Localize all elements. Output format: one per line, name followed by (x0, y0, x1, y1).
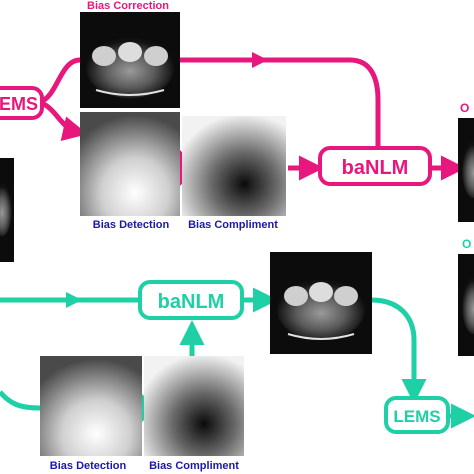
label-output-top: O (460, 101, 469, 115)
label-output-bottom: O (462, 237, 471, 251)
image-bias-compliment-top (182, 116, 286, 216)
image-output-bottom (458, 254, 474, 356)
arrow-head-bottom-left (66, 292, 82, 308)
top-pipeline: LEMS baNLM Bias Correction Bias Detectio… (0, 0, 474, 262)
node-banlm-top (318, 146, 432, 186)
arrow-head-top-line (252, 52, 268, 68)
label-bias-compliment-top: Bias Compliment (188, 219, 278, 231)
image-input-left (0, 158, 14, 262)
node-lems-bottom (384, 396, 450, 434)
connector-lems-to-bias-detection (38, 99, 88, 141)
image-bias-detection-bottom (40, 356, 142, 456)
label-bias-compliment-bottom: Bias Compliment (149, 460, 239, 472)
image-bias-compliment-bottom (144, 356, 244, 456)
image-scan-bottom (270, 252, 372, 354)
label-bias-correction: Bias Correction (87, 0, 169, 12)
connector-scan-to-lems (371, 297, 427, 404)
bottom-pipeline: baNLM LEMS Bias Detection Bias Complimen… (0, 237, 474, 472)
image-output-top (458, 118, 474, 222)
label-bias-detection-bottom: Bias Detection (50, 460, 127, 472)
connector-input-down-left (0, 390, 41, 411)
node-lems-bottom-label: LEMS (393, 407, 440, 426)
node-banlm-bottom (138, 280, 244, 320)
image-bias-detection-top (80, 112, 180, 216)
connector-bias-correction-to-banlm (180, 57, 381, 146)
node-banlm-top-label: baNLM (342, 157, 409, 179)
node-banlm-bottom-label: baNLM (158, 291, 225, 313)
image-bias-correction (80, 12, 180, 108)
connector-lems-to-bias-correction (38, 57, 81, 105)
label-bias-detection-top: Bias Detection (93, 219, 170, 231)
node-lems-top (0, 86, 44, 120)
node-lems-top-label: LEMS (0, 94, 38, 114)
